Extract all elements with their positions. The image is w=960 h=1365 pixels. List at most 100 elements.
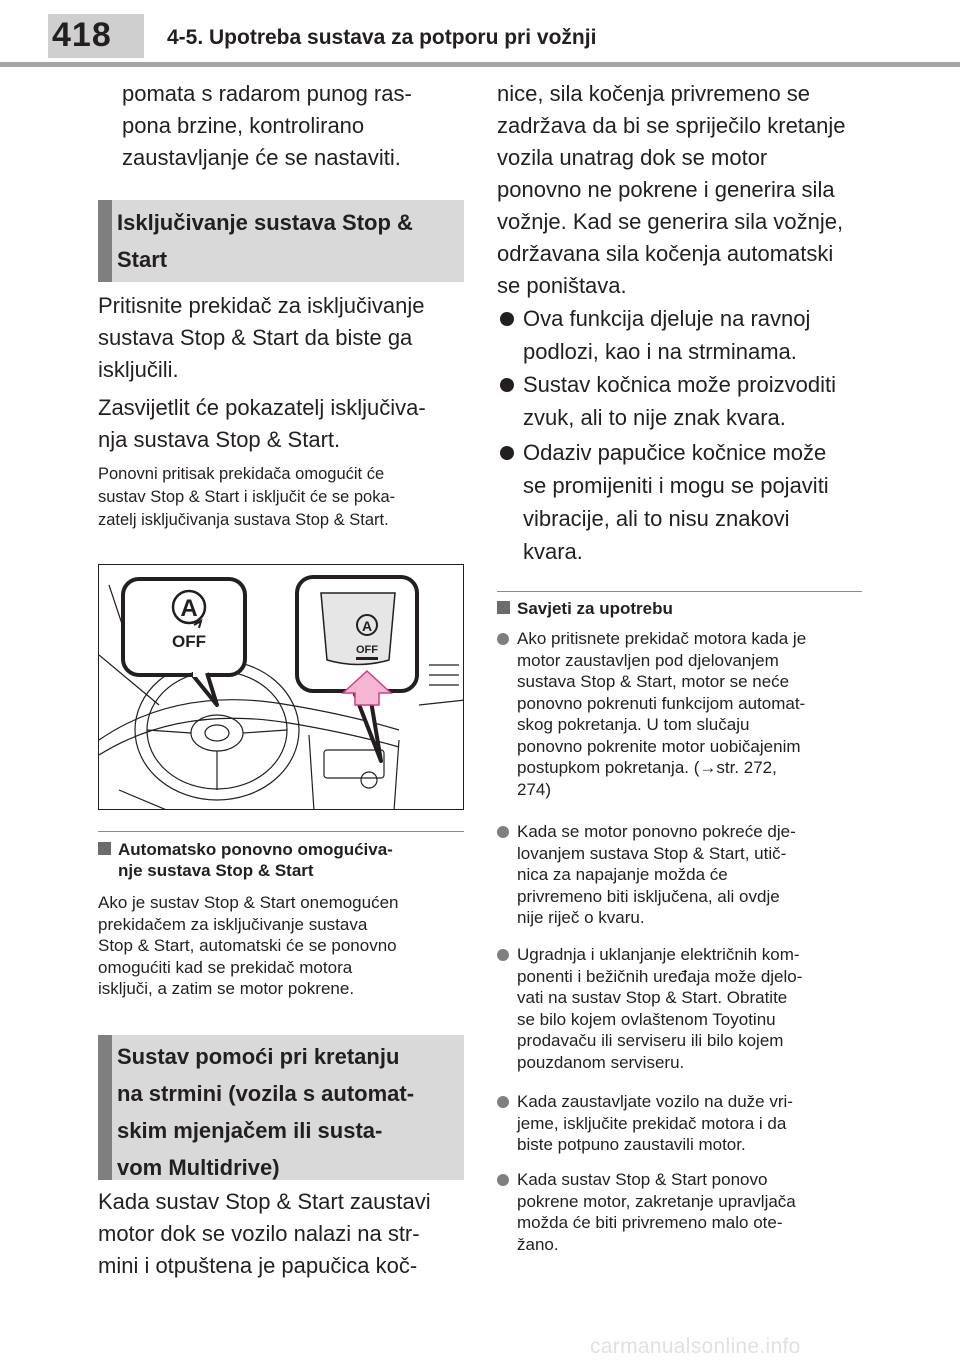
bullet-dot-icon xyxy=(497,1096,509,1108)
text-line: se poništava. xyxy=(497,273,627,298)
text-line: zadržava da bi se spriječilo kretanje xyxy=(497,113,846,138)
text-line: sustava Stop & Start da biste ga xyxy=(98,325,413,350)
text-line: pona brzine, kontrolirano xyxy=(122,113,365,138)
text-line: pouzdanom serviseru. xyxy=(517,1052,685,1072)
bullet-dot-icon xyxy=(497,949,509,961)
text-line: Odaziv papučice kočnice može xyxy=(523,440,827,465)
right-callout: A OFF xyxy=(295,575,419,763)
tip-item: Kada zaustavljate vozilo na duže vri- je… xyxy=(497,1091,872,1156)
press-arrow-icon xyxy=(341,669,393,706)
text-line: pokrene motor, zakretanje upravljača xyxy=(517,1191,796,1211)
text-line: vozila unatrag dok se motor xyxy=(497,145,768,170)
bullet-dot-icon xyxy=(497,633,509,645)
text-line: nja sustava Stop & Start. xyxy=(98,427,341,452)
bullet-dot-icon xyxy=(497,1174,509,1186)
heading-line: vom Multidrive) xyxy=(117,1155,280,1180)
header-rule xyxy=(0,62,960,67)
page-number: 418 xyxy=(52,16,112,54)
tip-item: Kada sustav Stop & Start ponovo pokrene … xyxy=(497,1169,872,1255)
text-line: Kada sustav Stop & Start zaustavi xyxy=(98,1189,431,1214)
text-line: Zasvijetlit će pokazatelj isključiva- xyxy=(98,395,426,420)
text-line: 274) xyxy=(517,779,552,799)
heading-line: Start xyxy=(117,247,168,272)
text-line: sustav Stop & Start i isključit će se po… xyxy=(98,488,396,506)
hill-start-paragraph: Kada sustav Stop & Start zaustavi motor … xyxy=(98,1186,431,1282)
tips-heading: Savjeti za upotrebu xyxy=(517,599,673,618)
callout-left-off: OFF xyxy=(172,632,206,651)
text-line: možda će biti privremeno malo ote- xyxy=(517,1213,783,1232)
text-line: nica za napajanje možda će xyxy=(517,865,728,884)
text-line: isključi, a zatim se motor pokrene. xyxy=(98,979,355,998)
text-line: mini i otpuštena je papučica koč- xyxy=(98,1253,418,1278)
text-line: Ova funkcija djeluje na ravnoj xyxy=(523,306,811,331)
section-heading-stop-start-off: Isključivanje sustava Stop & Start xyxy=(98,200,464,282)
text-line: prekidačem za isključivanje sustava xyxy=(98,914,368,934)
heading-line: Isključivanje sustava Stop & xyxy=(117,210,413,235)
heading-line: nje sustava Stop & Start xyxy=(118,861,314,880)
section-heading-hill-start: Sustav pomoći pri kretanju na strmini (v… xyxy=(98,1035,464,1180)
divider xyxy=(497,591,862,592)
tip-item: Ako pritisnete prekidač motora kada je m… xyxy=(497,628,872,800)
text-line: ponovno pokrenite motor uobičajenim xyxy=(517,736,801,756)
text-line: ponovno ne pokrene i generira sila xyxy=(497,177,835,202)
text-line: Pritisnite prekidač za isključivanje xyxy=(98,293,425,318)
text-line: lovanjem sustava Stop & Start, utič- xyxy=(517,843,787,863)
text-line: omogućiti kad se prekidač motora xyxy=(98,957,353,977)
text-line: Ako pritisnete prekidač motora kada je xyxy=(517,629,807,648)
heading-line: skim mjenjačem ili susta- xyxy=(117,1118,383,1143)
text-line: Kada sustav Stop & Start ponovo xyxy=(517,1170,768,1189)
text-line: postupkom pokretanja. (→str. 272, xyxy=(517,758,777,777)
text-line: skog pokretanja. U tom slučaju xyxy=(517,715,750,734)
bullet-dot-icon xyxy=(497,826,509,838)
page-number-tab xyxy=(48,14,144,58)
text-line: prodavaču ili serviseru ili bilo kojem xyxy=(517,1031,784,1050)
intro-paragraph: pomata s radarom punog ras- pona brzine,… xyxy=(122,78,412,174)
left-callout: A OFF xyxy=(121,577,247,707)
text-line: održavana sila kočenja automatski xyxy=(497,241,834,266)
square-bullet-icon xyxy=(497,601,510,614)
text-line: Ugradnja i uklanjanje električnih kom- xyxy=(517,945,800,964)
callout-right-letter: A xyxy=(362,618,372,634)
text-line: vibracije, ali to nisu znakovi xyxy=(523,506,790,531)
text-line: žano. xyxy=(517,1234,559,1254)
dashboard-illustration: A OFF A OFF xyxy=(98,564,464,810)
tip-item: Ugradnja i uklanjanje električnih kom- p… xyxy=(497,944,872,1073)
callout-left-letter: A xyxy=(180,595,197,622)
text-line: ponovno pokrenuti funkcijom automat- xyxy=(517,693,806,713)
instruction-paragraph: Pritisnite prekidač za isključivanje sus… xyxy=(98,290,424,386)
tip-item: Kada se motor ponovno pokreće dje- lovan… xyxy=(497,821,872,929)
bullet-item: Sustav kočnica može proizvoditi zvuk, al… xyxy=(497,368,869,434)
subheading-tips: Savjeti za upotrebu xyxy=(497,598,673,619)
watermark: carmanualsonline.info xyxy=(590,1335,801,1358)
text-line: zatelj isključivanja sustava Stop & Star… xyxy=(98,511,389,529)
text-line: biste potpuno zaustavili motor. xyxy=(517,1135,746,1154)
text-line: jeme, isključite prekidač motora i da xyxy=(517,1113,787,1133)
text-line: motor dok se vozilo nalazi na str- xyxy=(98,1221,420,1246)
auto-reenable-note: Ako je sustav Stop & Start onemogućen pr… xyxy=(98,892,399,1000)
subheading-auto-reenable: Automatsko ponovno omogućiva- nje sustav… xyxy=(98,839,393,881)
text-line: ponenti i bežičnih uređaja može djelo- xyxy=(517,966,803,986)
heading-line: na strmini (vozila s automat- xyxy=(117,1081,415,1106)
text-line: Ponovni pritisak prekidača omogućit će xyxy=(98,465,385,483)
text-line: zvuk, ali to nije znak kvara. xyxy=(523,405,786,430)
bullet-dot-icon xyxy=(500,312,514,326)
chapter-title: 4-5. Upotreba sustava za potporu pri vož… xyxy=(167,26,597,49)
text-line: Ako je sustav Stop & Start onemogućen xyxy=(98,893,399,912)
text-line: sustava Stop & Start, motor se neće xyxy=(517,672,790,691)
text-line: Kada se motor ponovno pokreće dje- xyxy=(517,822,796,841)
text-line: nice, sila kočenja privremeno se xyxy=(497,81,811,106)
text-line: motor zaustavljen pod djelovanjem xyxy=(517,650,779,670)
text-line: Sustav kočnica može proizvoditi xyxy=(523,372,837,397)
callout-right-off: OFF xyxy=(356,644,378,656)
text-line: Kada zaustavljate vozilo na duže vri- xyxy=(517,1092,793,1111)
text-line: isključili. xyxy=(98,357,179,382)
text-line: se promijeniti i mogu se pojaviti xyxy=(523,473,829,498)
text-line: pomata s radarom punog ras- xyxy=(122,81,412,106)
bullet-dot-icon xyxy=(500,378,514,392)
heading-line: Automatsko ponovno omogućiva- xyxy=(118,840,393,859)
square-bullet-icon xyxy=(98,842,111,855)
text-line: vati na sustav Stop & Start. Obratite xyxy=(517,988,788,1007)
text-line: vožnje. Kad se generira sila vožnje, xyxy=(497,209,844,234)
indicator-paragraph: Zasvijetlit će pokazatelj isključiva- nj… xyxy=(98,392,426,456)
text-line: podlozi, kao i na strminama. xyxy=(523,339,797,364)
